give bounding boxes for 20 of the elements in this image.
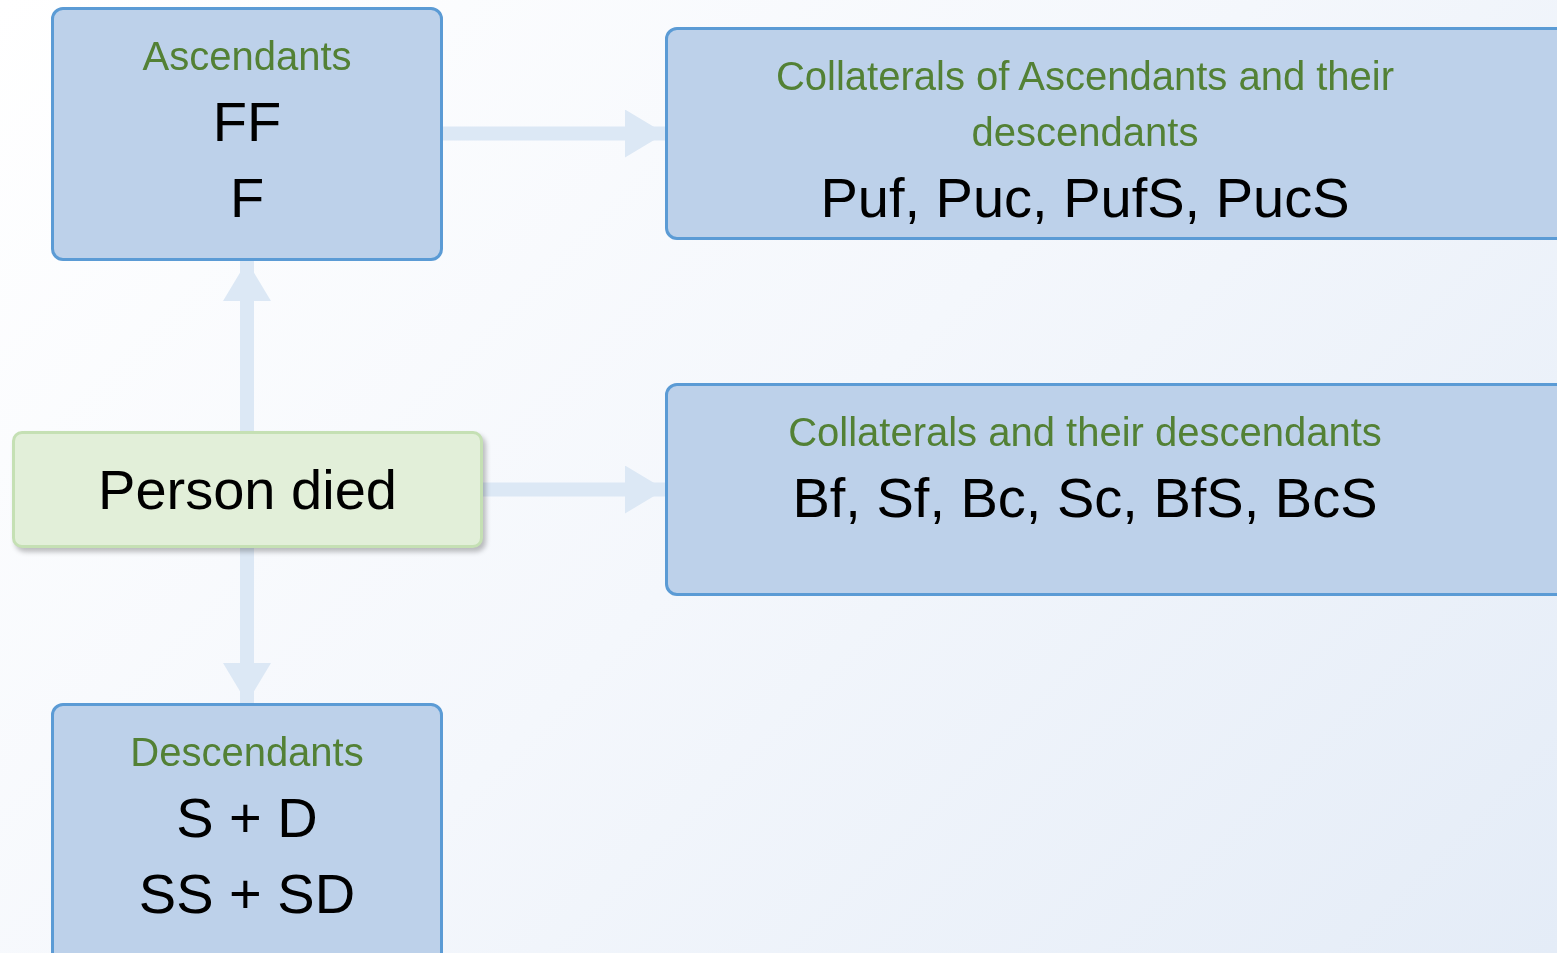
category-box bbox=[665, 383, 1557, 596]
relation-codes: SS + SD bbox=[138, 860, 356, 927]
start-box bbox=[12, 431, 483, 548]
category-box bbox=[665, 27, 1557, 240]
category-box bbox=[51, 703, 443, 953]
box-heading: Descendants bbox=[130, 729, 364, 776]
relation-codes: S + D bbox=[176, 785, 318, 851]
block-arrow bbox=[443, 109, 665, 158]
box-heading: Ascendants bbox=[142, 33, 352, 80]
block-arrow bbox=[223, 261, 271, 431]
relation-codes: F bbox=[229, 164, 265, 231]
category-box bbox=[51, 7, 443, 261]
box-heading: Collaterals of Ascendants and their descendants bbox=[774, 53, 1396, 156]
relation-codes: Bf, Sf, Bc, Sc, BfS, BcS bbox=[792, 465, 1378, 531]
block-arrow bbox=[483, 465, 665, 514]
relation-codes: Puf, Puc, PufS, PucS bbox=[820, 165, 1350, 231]
relation-codes: FF bbox=[212, 89, 282, 155]
node-label: Person died bbox=[98, 457, 397, 522]
block-arrow bbox=[223, 548, 271, 703]
box-heading: Collaterals and their descendants bbox=[788, 409, 1382, 456]
